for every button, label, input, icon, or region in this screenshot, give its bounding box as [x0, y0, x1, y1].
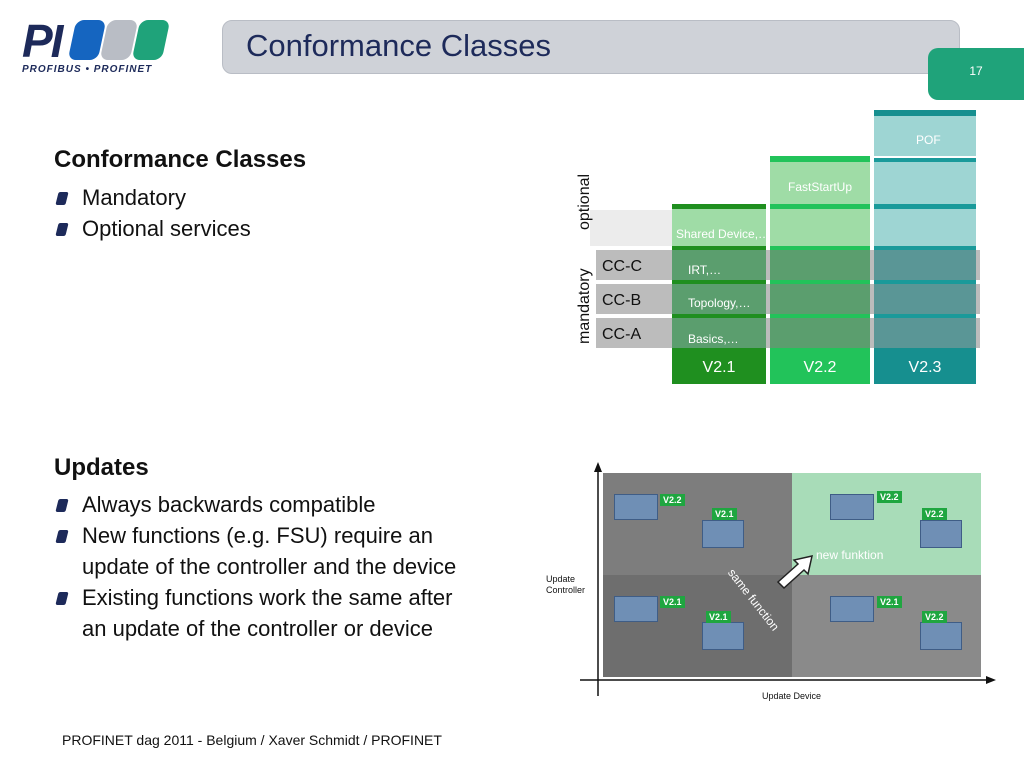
v21-stripe: [672, 246, 766, 250]
bl-device-badge: V2.1: [706, 611, 731, 623]
v21-stripe: [672, 314, 766, 318]
device-icon: [920, 520, 962, 548]
v21-version-label: V2.1: [702, 359, 736, 376]
v23-stripe: [874, 204, 976, 209]
tr-controller-badge: V2.2: [877, 491, 902, 503]
tl-controller-badge: V2.2: [660, 494, 685, 506]
section-heading-updates: Updates: [54, 454, 149, 481]
optional-row-bg: [590, 210, 674, 246]
section-heading-conformance: Conformance Classes: [54, 146, 307, 173]
v22-stripe: [770, 280, 870, 284]
v23-version-label: V2.3: [908, 359, 942, 376]
v21-shared-segment: [672, 209, 766, 246]
v21-topology-label: Topology,…: [688, 296, 751, 310]
controller-icon: [614, 596, 658, 622]
bullet-new-functions: New functions (e.g. FSU) require an: [82, 523, 433, 548]
optional-group-label: optional: [576, 173, 593, 230]
tl-device-badge: V2.1: [712, 508, 737, 520]
quadrant-top-left: [603, 473, 792, 575]
bullet-optional: Optional services: [82, 216, 251, 241]
bullet-existing: Existing functions work the same after: [82, 585, 453, 610]
v21-irt-label: IRT,…: [688, 263, 722, 277]
bullet-icon: [55, 592, 69, 605]
device-icon: [702, 520, 744, 548]
bullet-mandatory: Mandatory: [82, 185, 186, 210]
update-matrix: [580, 462, 996, 696]
v23-stripe: [874, 246, 976, 250]
v23-cc-b-segment: [874, 284, 976, 314]
logo-block-green: [131, 20, 171, 60]
v23-stripe: [874, 158, 976, 162]
cc-a-label: CC-A: [602, 326, 642, 343]
v23-version-box: [874, 348, 976, 384]
v22-version-label: V2.2: [803, 359, 837, 376]
title-bar: [222, 20, 960, 74]
slide-title: Conformance Classes: [246, 28, 551, 63]
v23-stripe: [874, 314, 976, 318]
page-number-box: [928, 48, 1024, 100]
bullet-backwards: Always backwards compatible: [82, 492, 376, 517]
controller-icon: [830, 596, 874, 622]
device-icon: [702, 622, 744, 650]
v23-pof-segment: [874, 116, 976, 156]
logo-pi: PI: [22, 15, 63, 67]
quadrant-bottom-left: [603, 575, 792, 677]
br-device-badge: V2.2: [922, 611, 947, 623]
v22-stripe: [770, 246, 870, 250]
v22-shared-segment: [770, 209, 870, 246]
v23-cc-c-segment: [874, 250, 976, 280]
v22-stripe: [770, 204, 870, 209]
v22-cc-c-segment: [770, 250, 870, 280]
v22-top-stripe: [770, 156, 870, 162]
bl-controller-badge: V2.1: [660, 596, 685, 608]
v21-basics-label: Basics,…: [688, 332, 739, 346]
v23-stripe: [874, 280, 976, 284]
y-axis-label-line1: Update: [546, 574, 576, 584]
v23-pof-label: POF: [916, 133, 941, 147]
v22-version-box: [770, 348, 870, 384]
v21-top-stripe: [672, 204, 766, 209]
v21-basics-segment: [672, 318, 766, 348]
v23-faststartup-segment: [874, 162, 976, 204]
v23-cc-a-segment: [874, 318, 976, 348]
y-axis-arrow: [594, 462, 602, 472]
y-axis-label-line2: Controller: [546, 585, 586, 595]
tr-device-badge: V2.2: [922, 508, 947, 520]
controller-icon: [830, 494, 874, 520]
bullet-icon: [55, 223, 69, 236]
cc-b-label: CC-B: [602, 292, 642, 309]
v23-top-stripe: [874, 110, 976, 116]
cc-c-label: CC-C: [602, 258, 642, 275]
footer-text: PROFINET dag 2011 - Belgium / Xaver Schm…: [62, 732, 442, 748]
v22-stripe: [770, 314, 870, 318]
bullet-icon: [55, 530, 69, 543]
device-icon: [920, 622, 962, 650]
v21-shared-label: Shared Device,…: [676, 227, 771, 241]
x-axis-arrow: [986, 676, 996, 684]
v22-faststartup-label: FastStartUp: [788, 180, 853, 194]
v22-cc-a-segment: [770, 318, 870, 348]
bullet-icon: [55, 499, 69, 512]
page-number: 17: [969, 64, 983, 78]
v23-shared-segment: [874, 209, 976, 246]
logo-subtitle: PROFIBUS • PROFINET: [22, 64, 153, 75]
v22-cc-b-segment: [770, 284, 870, 314]
controller-icon: [614, 494, 658, 520]
v21-stripe: [672, 280, 766, 284]
v22-faststartup-segment: [770, 162, 870, 204]
bullet-existing-cont: an update of the controller or device: [82, 616, 434, 641]
mandatory-group-label: mandatory: [576, 268, 593, 344]
v21-topology-segment: [672, 284, 766, 314]
x-axis-label: Update Device: [762, 691, 822, 701]
upgrade-arrow-icon: [776, 555, 813, 590]
v21-irt-segment: [672, 250, 766, 280]
v21-version-box: [672, 348, 766, 384]
new-function-label: new funktion: [816, 548, 884, 562]
bullet-icon: [55, 192, 69, 205]
bullet-new-functions-cont: update of the controller and the device: [82, 554, 457, 579]
br-controller-badge: V2.1: [877, 596, 902, 608]
